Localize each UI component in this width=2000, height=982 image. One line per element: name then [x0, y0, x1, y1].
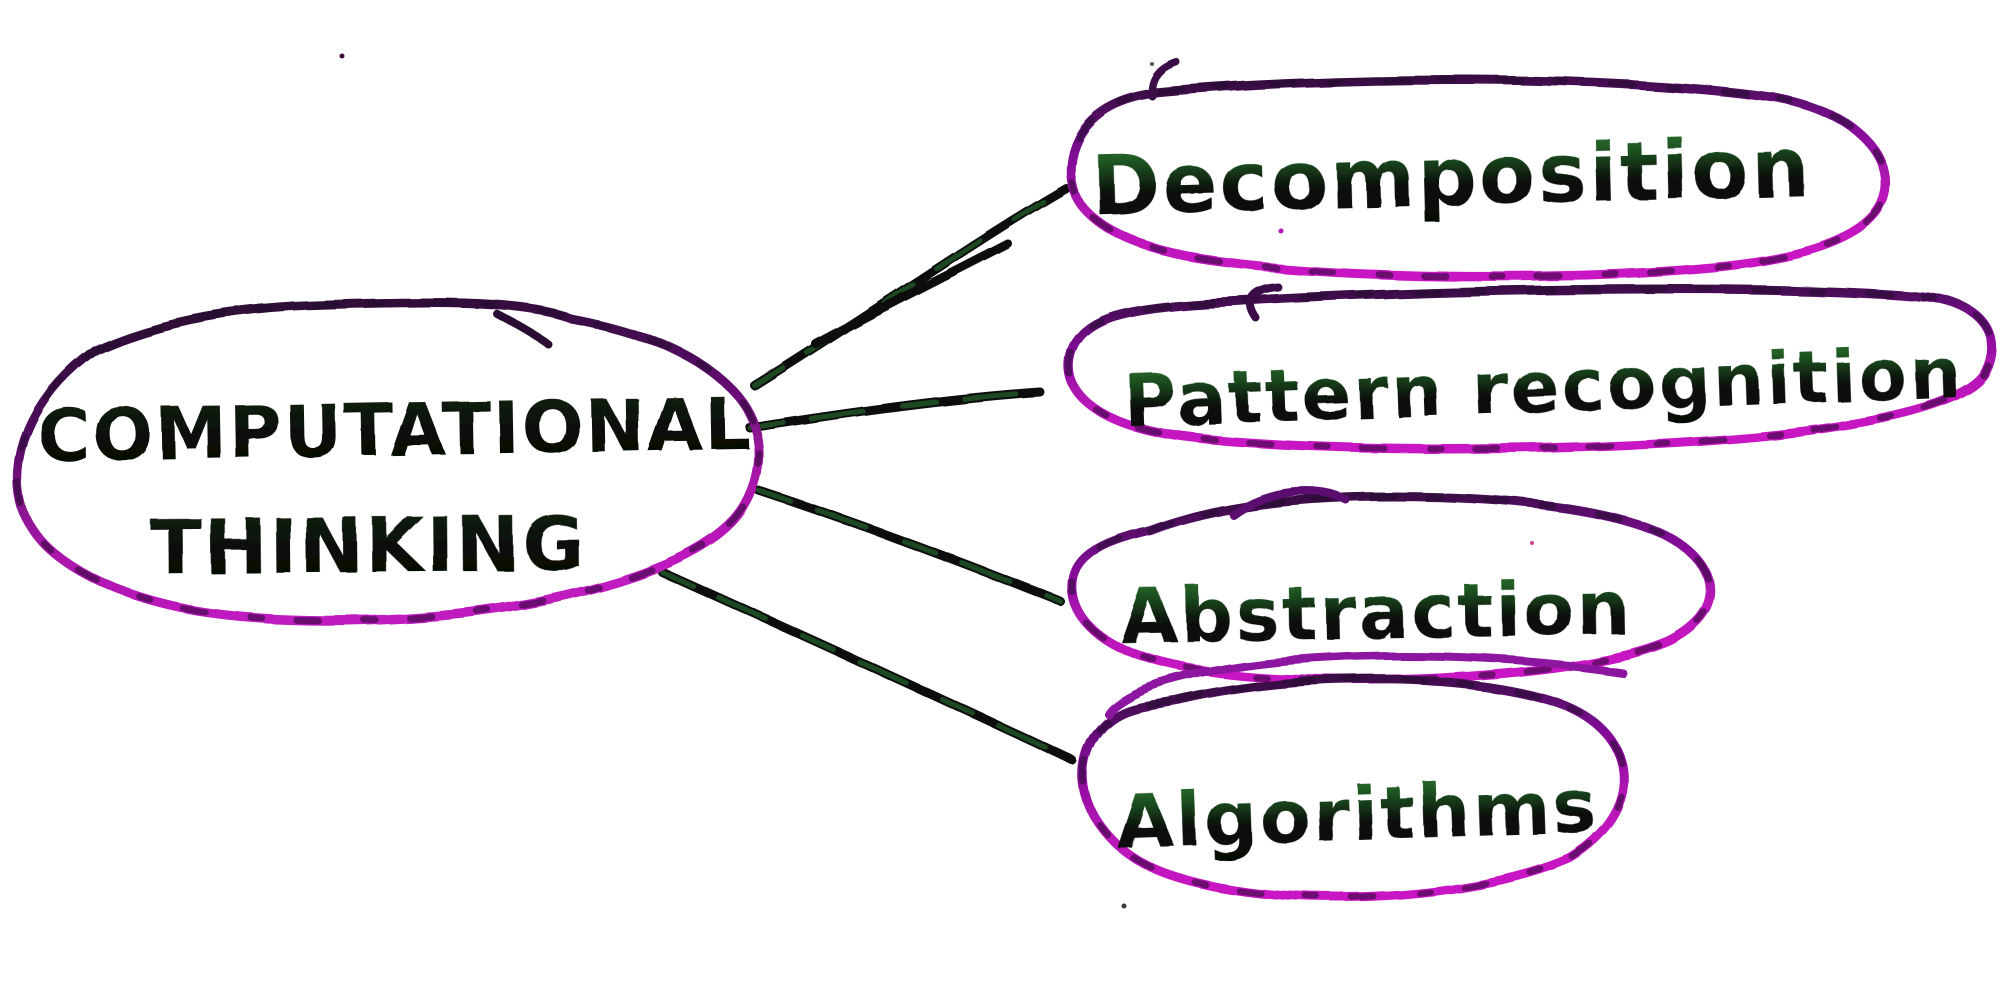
- bubble-outlines-group: [13, 58, 1997, 902]
- branch-node-pattern-recognition-outline: [1064, 284, 1997, 454]
- connector-to-pattern-recognition-green-trace: [747, 389, 1043, 431]
- root-node-outline: [13, 298, 764, 626]
- ink-specks-group: [339, 53, 1534, 909]
- branch-node-abstraction-dark-patches: [1069, 492, 1714, 684]
- ink-speck: [339, 53, 345, 59]
- branch-node-abstraction-loop-flourish: [1228, 486, 1350, 518]
- branch-label-algorithms: Algorithms: [1115, 764, 1600, 867]
- branch-node-algorithms-dark-patches: [1080, 676, 1628, 901]
- connector-to-decomposition-double-stroke: [811, 239, 1013, 349]
- ink-speck: [1121, 903, 1127, 909]
- branch-node-algorithms-sweep-flourish: [1104, 651, 1626, 718]
- root-node-label-line2: THINKING: [149, 499, 586, 592]
- branch-node-decomposition-pen-overshoot: [1147, 58, 1180, 100]
- branch-label-decomposition: Decomposition: [1090, 121, 1813, 235]
- connector-lines-group: [657, 183, 1077, 765]
- root-node-pen-overshoot: [493, 310, 552, 348]
- branch-label-abstraction: Abstraction: [1119, 566, 1632, 661]
- branch-node-pattern-recognition-pen-overshoot: [1246, 283, 1282, 322]
- connector-to-algorithms-green-trace: [659, 569, 1075, 763]
- root-node-label-line1: COMPUTATIONAL: [37, 382, 754, 478]
- branch-node-decomposition-dark-patches: [1066, 76, 1890, 280]
- ink-speck: [1530, 541, 1534, 545]
- connector-to-abstraction-green-trace: [755, 487, 1063, 604]
- ink-speck: [1278, 228, 1284, 234]
- ink-speck: [1150, 62, 1154, 66]
- connector-to-decomposition-green-trace: [752, 185, 1069, 389]
